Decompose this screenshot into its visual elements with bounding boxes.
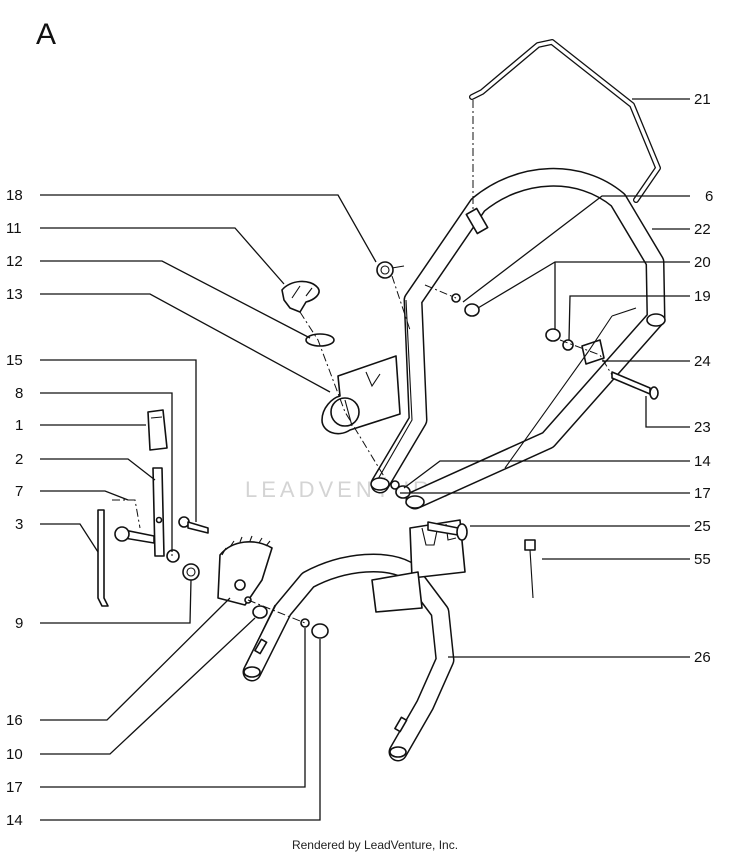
callout-9: 9 <box>15 615 23 632</box>
callout-1: 1 <box>15 417 23 434</box>
callout-10: 10 <box>6 746 23 763</box>
knob-11 <box>281 280 320 313</box>
callout-24: 24 <box>694 353 711 370</box>
callout-17-left: 17 <box>6 779 23 796</box>
sheet-label: A <box>36 18 56 51</box>
nut-14-upper <box>395 485 411 499</box>
callout-20: 20 <box>694 254 711 271</box>
nut-9 <box>182 563 200 581</box>
callout-19: 19 <box>694 288 711 305</box>
callout-7: 7 <box>15 483 23 500</box>
nut-14-lower <box>311 623 329 639</box>
bolt-25 <box>427 521 468 541</box>
callout-11: 11 <box>6 220 22 237</box>
callout-6: 6 <box>705 188 713 205</box>
credit-text: Rendered by LeadVenture, Inc. <box>291 838 459 852</box>
shift-quadrant <box>217 535 273 606</box>
callouts-right: 21 6 22 20 19 24 23 14 17 25 55 26 <box>694 91 713 666</box>
callout-23: 23 <box>694 419 711 436</box>
callout-17-right: 17 <box>694 485 711 502</box>
callout-14-right: 14 <box>694 453 711 470</box>
bolt-7 <box>114 526 155 544</box>
callout-22: 22 <box>694 221 711 238</box>
callout-16: 16 <box>6 712 23 729</box>
upper-handle <box>370 167 666 510</box>
callout-8: 8 <box>15 385 23 402</box>
lower-handle <box>242 553 455 762</box>
bail-rod <box>469 39 661 203</box>
shift-lever <box>152 467 165 557</box>
washer-17-lower <box>300 618 310 628</box>
shift-rod <box>97 509 109 607</box>
leaders-left <box>40 194 377 821</box>
shift-knob <box>147 409 168 451</box>
nut-20 <box>545 328 561 342</box>
callout-26: 26 <box>694 649 711 666</box>
cable-tie-55 <box>524 539 536 599</box>
callout-21: 21 <box>694 91 711 108</box>
callout-3: 3 <box>15 516 23 533</box>
callout-18: 18 <box>6 187 23 204</box>
callout-15: 15 <box>6 352 23 369</box>
washer-8 <box>166 549 180 563</box>
callout-14-left: 14 <box>6 812 23 829</box>
callout-13: 13 <box>6 286 23 303</box>
nut-6 <box>464 303 480 317</box>
callout-25: 25 <box>694 518 711 535</box>
callout-55: 55 <box>694 551 711 568</box>
bolt-15 <box>178 516 209 534</box>
callout-2: 2 <box>15 451 23 468</box>
spring-18 <box>376 261 405 279</box>
bolt-23 <box>611 371 659 400</box>
bracket-plate <box>371 519 466 613</box>
control-bracket <box>321 355 401 435</box>
leaders-right <box>400 98 690 658</box>
callouts-left: 18 11 12 13 15 8 1 2 7 3 9 16 10 17 14 <box>6 187 23 829</box>
nut-10 <box>252 605 268 619</box>
callout-12: 12 <box>6 253 23 270</box>
washer-17-upper <box>390 480 400 490</box>
